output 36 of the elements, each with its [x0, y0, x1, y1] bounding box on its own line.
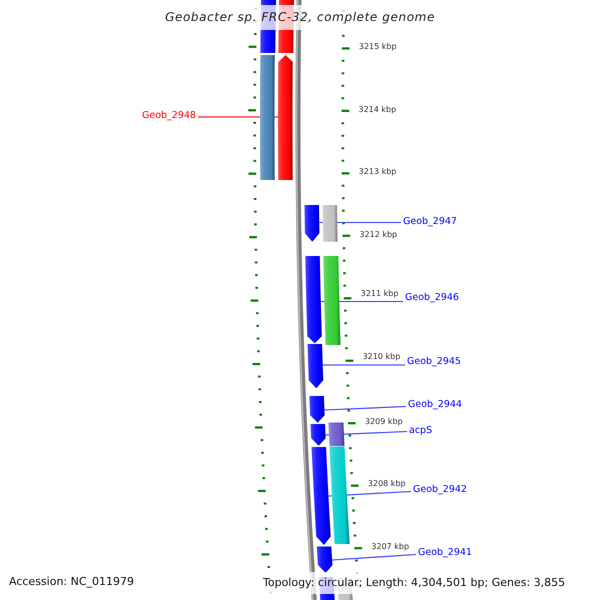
gene-label: Geob_2945 — [405, 354, 463, 368]
tick-label: 3211 kbp — [360, 288, 398, 299]
leader-line — [322, 364, 405, 366]
accession-note: Accession: NC_011979 — [8, 574, 136, 590]
gene-bar — [260, 55, 275, 180]
tick-label: 3213 kbp — [358, 167, 396, 178]
gene-block — [308, 344, 324, 388]
gene-block — [316, 546, 332, 573]
gene-block — [278, 55, 293, 180]
leader-line — [332, 554, 416, 561]
gene-label: Geob_2948 — [140, 108, 198, 122]
gene-block — [304, 205, 320, 242]
tick-label: 3208 kbp — [368, 478, 406, 489]
gene-block — [309, 396, 325, 423]
gene-label: Geob_2947 — [401, 214, 459, 228]
gene-label: Geob_2944 — [406, 398, 464, 410]
leader-line — [324, 406, 406, 411]
gene-block — [305, 256, 322, 344]
genome-stats-note: Topology: circular; Length: 4,304,501 bp; Genes: 3,855 — [261, 572, 568, 594]
gene-bar — [323, 256, 341, 345]
tick-label: 3214 kbp — [358, 104, 396, 115]
tick-label: 3207 kbp — [371, 542, 410, 552]
gene-bar — [322, 205, 338, 242]
leader-line — [325, 430, 408, 436]
gene-label: acpS — [407, 424, 434, 436]
tick-label: 3209 kbp — [364, 417, 403, 428]
gene-bar — [330, 446, 350, 544]
gene-block — [310, 424, 326, 446]
tick-label: 3215 kbp — [358, 42, 397, 52]
gene-label: Geob_2941 — [416, 546, 474, 558]
gene-bar — [328, 422, 344, 446]
gene-label: Geob_2942 — [411, 482, 469, 496]
tick-label: 3212 kbp — [359, 230, 398, 240]
gene-block — [312, 447, 331, 545]
tick-label: 3210 kbp — [362, 352, 400, 362]
gene-label: Geob_2946 — [403, 290, 461, 304]
